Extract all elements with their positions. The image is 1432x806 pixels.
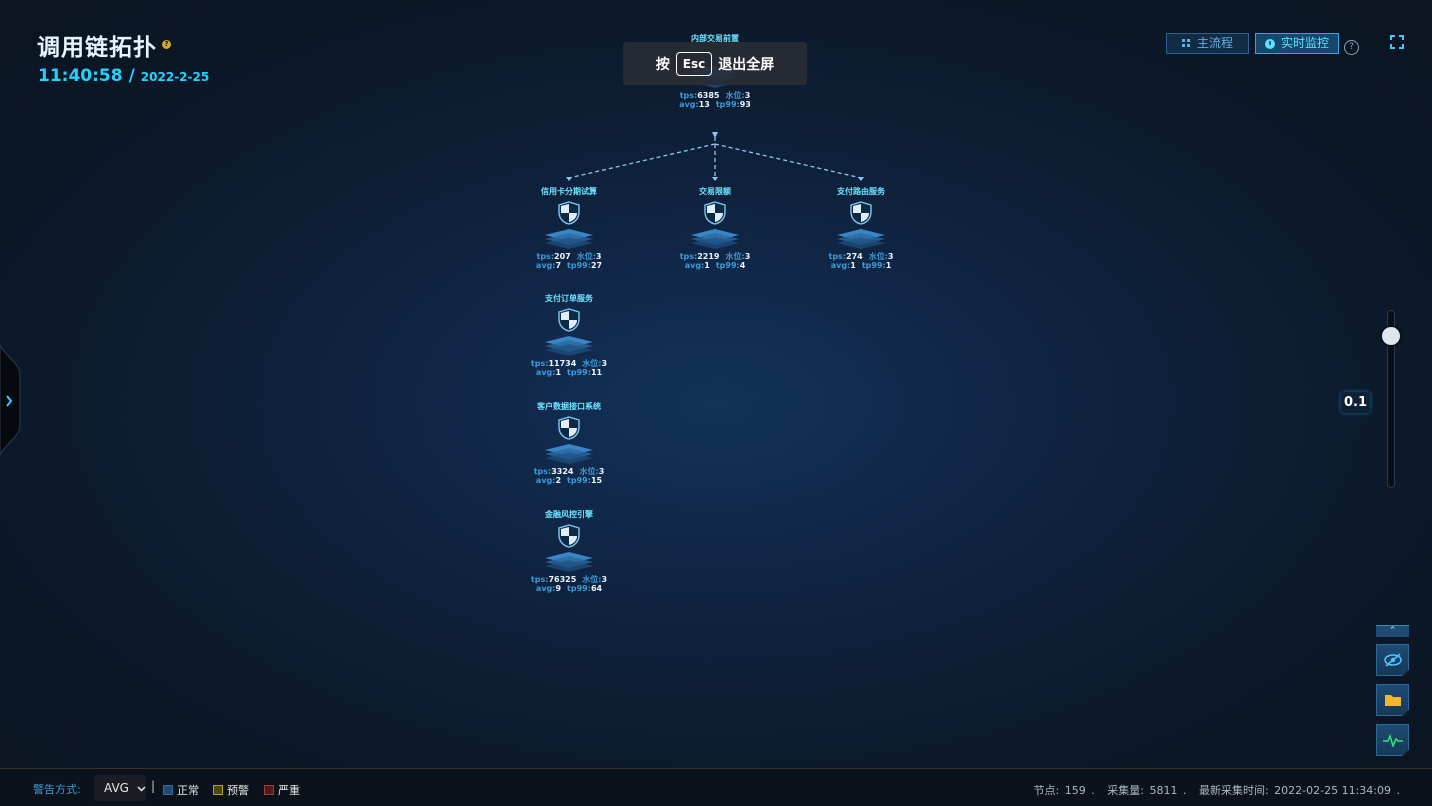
clock-time: 11:40:58 [38, 66, 123, 86]
latest-collect-label: 最新采集时间: [1198, 784, 1269, 797]
arrow-limit [712, 177, 718, 181]
shield-icon [850, 201, 872, 225]
server-stack-icon [545, 336, 593, 356]
pulse-button[interactable] [1376, 724, 1409, 756]
node-name: 信用卡分期试算 [541, 187, 597, 196]
legend-swatch-warning [213, 785, 223, 795]
main-flow-button[interactable]: 主流程 [1166, 33, 1249, 54]
hide-icon [1383, 653, 1402, 667]
collapse-tools-button[interactable]: ⌃ [1376, 625, 1409, 637]
pulse-icon [1382, 733, 1403, 747]
alert-mode-select[interactable]: AVG [94, 775, 146, 801]
esc-prefix: 按 [655, 56, 670, 73]
zoom-slider-track[interactable] [1387, 310, 1395, 488]
zoom-slider-handle[interactable] [1382, 327, 1400, 345]
collect-count-value: 5811 [1149, 784, 1178, 797]
clock-date: 2022-2-25 [140, 70, 210, 84]
legend-label: 正常 [177, 784, 199, 797]
edge-source-arrow [712, 132, 718, 138]
esc-key: Esc [675, 51, 713, 76]
legend-critical: 严重 [264, 782, 300, 798]
realtime-monitor-label: 实时监控 [1280, 36, 1329, 50]
latest-collect-value: 2022-02-25 11:34:09 [1274, 784, 1391, 797]
shield-icon [558, 201, 580, 225]
legend-label: 预警 [227, 784, 249, 797]
fullscreen-icon[interactable] [1390, 35, 1404, 49]
page-title: 调用链拓扑 [37, 35, 157, 61]
exit-fullscreen-banner: 按 Esc 退出全屏 [623, 42, 807, 85]
clock-separator: / [128, 66, 135, 86]
edge-to-routing [714, 143, 862, 179]
nodes-count-label: 节点: [1033, 784, 1060, 797]
legend-swatch-critical [264, 785, 274, 795]
clock: 11:40:58/ 2022-2-25 [38, 66, 209, 86]
server-stack-icon [837, 229, 885, 249]
server-stack-icon [545, 229, 593, 249]
info-circle-icon [1264, 38, 1275, 49]
zoom-level: 0.1 [1341, 392, 1370, 413]
side-panel-toggle[interactable] [0, 345, 22, 455]
legend-swatch-normal [163, 785, 173, 795]
footer-stats: 节点: 159 . 采集量: 5811 . 最新采集时间: 2022-02-25… [1032, 782, 1400, 798]
hide-toggle-button[interactable] [1376, 644, 1409, 676]
edge-to-installment [568, 143, 716, 179]
main-flow-label: 主流程 [1196, 36, 1233, 50]
nodes-count-value: 159 [1064, 784, 1086, 797]
collect-count-label: 采集量: [1107, 784, 1144, 797]
status-footer: 警告方式: AVG | 正常 预警 严重 节点: 159 . 采集量: 5811… [0, 768, 1432, 806]
separator-dot: . [1396, 784, 1401, 797]
node-name: 客户数据接口系统 [537, 402, 601, 411]
arrow-routing [858, 177, 864, 181]
grid-icon [1181, 39, 1190, 47]
footer-divider: | [151, 779, 156, 793]
chevron-down-icon [137, 786, 146, 792]
help-icon[interactable]: ? [1344, 40, 1359, 55]
shield-icon [558, 524, 580, 548]
node-name: 金融风控引擎 [545, 510, 593, 519]
node-name: 交易限额 [699, 187, 731, 196]
legend-warning: 预警 [213, 782, 249, 798]
alert-mode-label: 警告方式: [33, 783, 81, 796]
separator-dot: . [1182, 784, 1187, 797]
chevron-right-icon [6, 395, 13, 407]
server-stack-icon [545, 552, 593, 572]
legend-normal: 正常 [163, 782, 199, 798]
esc-suffix: 退出全屏 [718, 56, 775, 73]
node-name: 支付路由服务 [837, 187, 885, 196]
separator-dot: . [1091, 784, 1095, 797]
node-name: 内部交易前置 [691, 34, 739, 43]
legend-label: 严重 [278, 784, 300, 797]
server-stack-icon [545, 444, 593, 464]
folder-icon [1384, 695, 1401, 706]
realtime-monitor-button[interactable]: 实时监控 [1255, 33, 1339, 54]
title-help-icon[interactable]: ? [162, 40, 171, 49]
shield-icon [558, 308, 580, 332]
arrow-installment [566, 177, 572, 181]
folder-button[interactable] [1376, 684, 1409, 716]
alert-mode-value: AVG [104, 781, 129, 795]
node-name: 支付订单服务 [545, 294, 593, 303]
shield-icon [558, 416, 580, 440]
shield-icon [704, 201, 726, 225]
server-stack-icon [691, 229, 739, 249]
